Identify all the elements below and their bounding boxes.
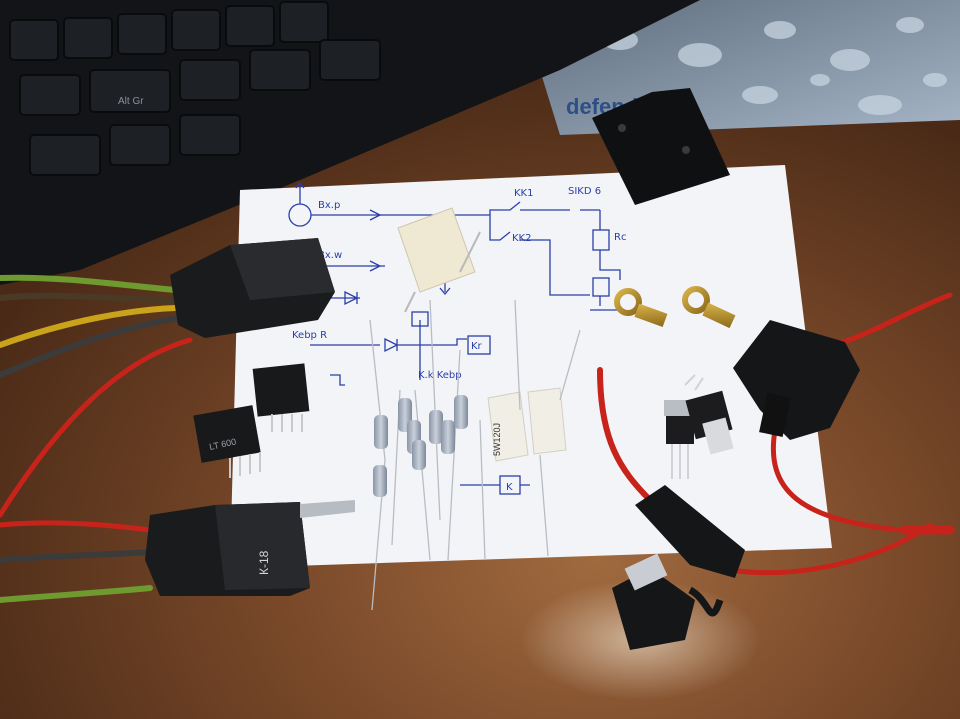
schematic-box-k: K (506, 482, 513, 493)
schematic-label-lower-left: Kebp R (292, 330, 327, 341)
cement-resistor-top (397, 207, 481, 313)
cement-resistor-2 (527, 387, 567, 455)
wires (0, 274, 955, 603)
bridge-rectifiers: LT 600 (193, 363, 310, 478)
schematic-box-kr: Kr (471, 341, 483, 352)
ring-terminals (614, 286, 736, 329)
relay-top (170, 238, 335, 338)
schematic-label-in2: Bx.w (318, 250, 342, 261)
fuse-holder-right (733, 320, 860, 440)
transistors (664, 374, 734, 479)
relay-bottom: К-18 (145, 500, 355, 596)
schematic-label-top: SIKD 6 (568, 186, 601, 197)
schematic-label-in1: Bx.p (318, 200, 340, 211)
schematic-label-middle: K.k Kebp (418, 370, 462, 381)
fuse-holder-bottom (612, 485, 745, 650)
schematic-label-rc: Rc (614, 232, 626, 243)
cement-resistor-1-label: 5W120J (492, 423, 502, 456)
keyboard: Alt Gr (0, 0, 700, 285)
keyboard-key-label: Alt Gr (118, 96, 144, 107)
schematic-label-kk2: KK2 (512, 233, 531, 244)
small-resistors (369, 299, 581, 611)
relay-bottom-label: К-18 (257, 550, 271, 575)
heatsink (592, 88, 730, 205)
schematic-label-kk1: KK1 (514, 188, 533, 199)
cement-resistor-1: 5W120J (487, 391, 529, 462)
